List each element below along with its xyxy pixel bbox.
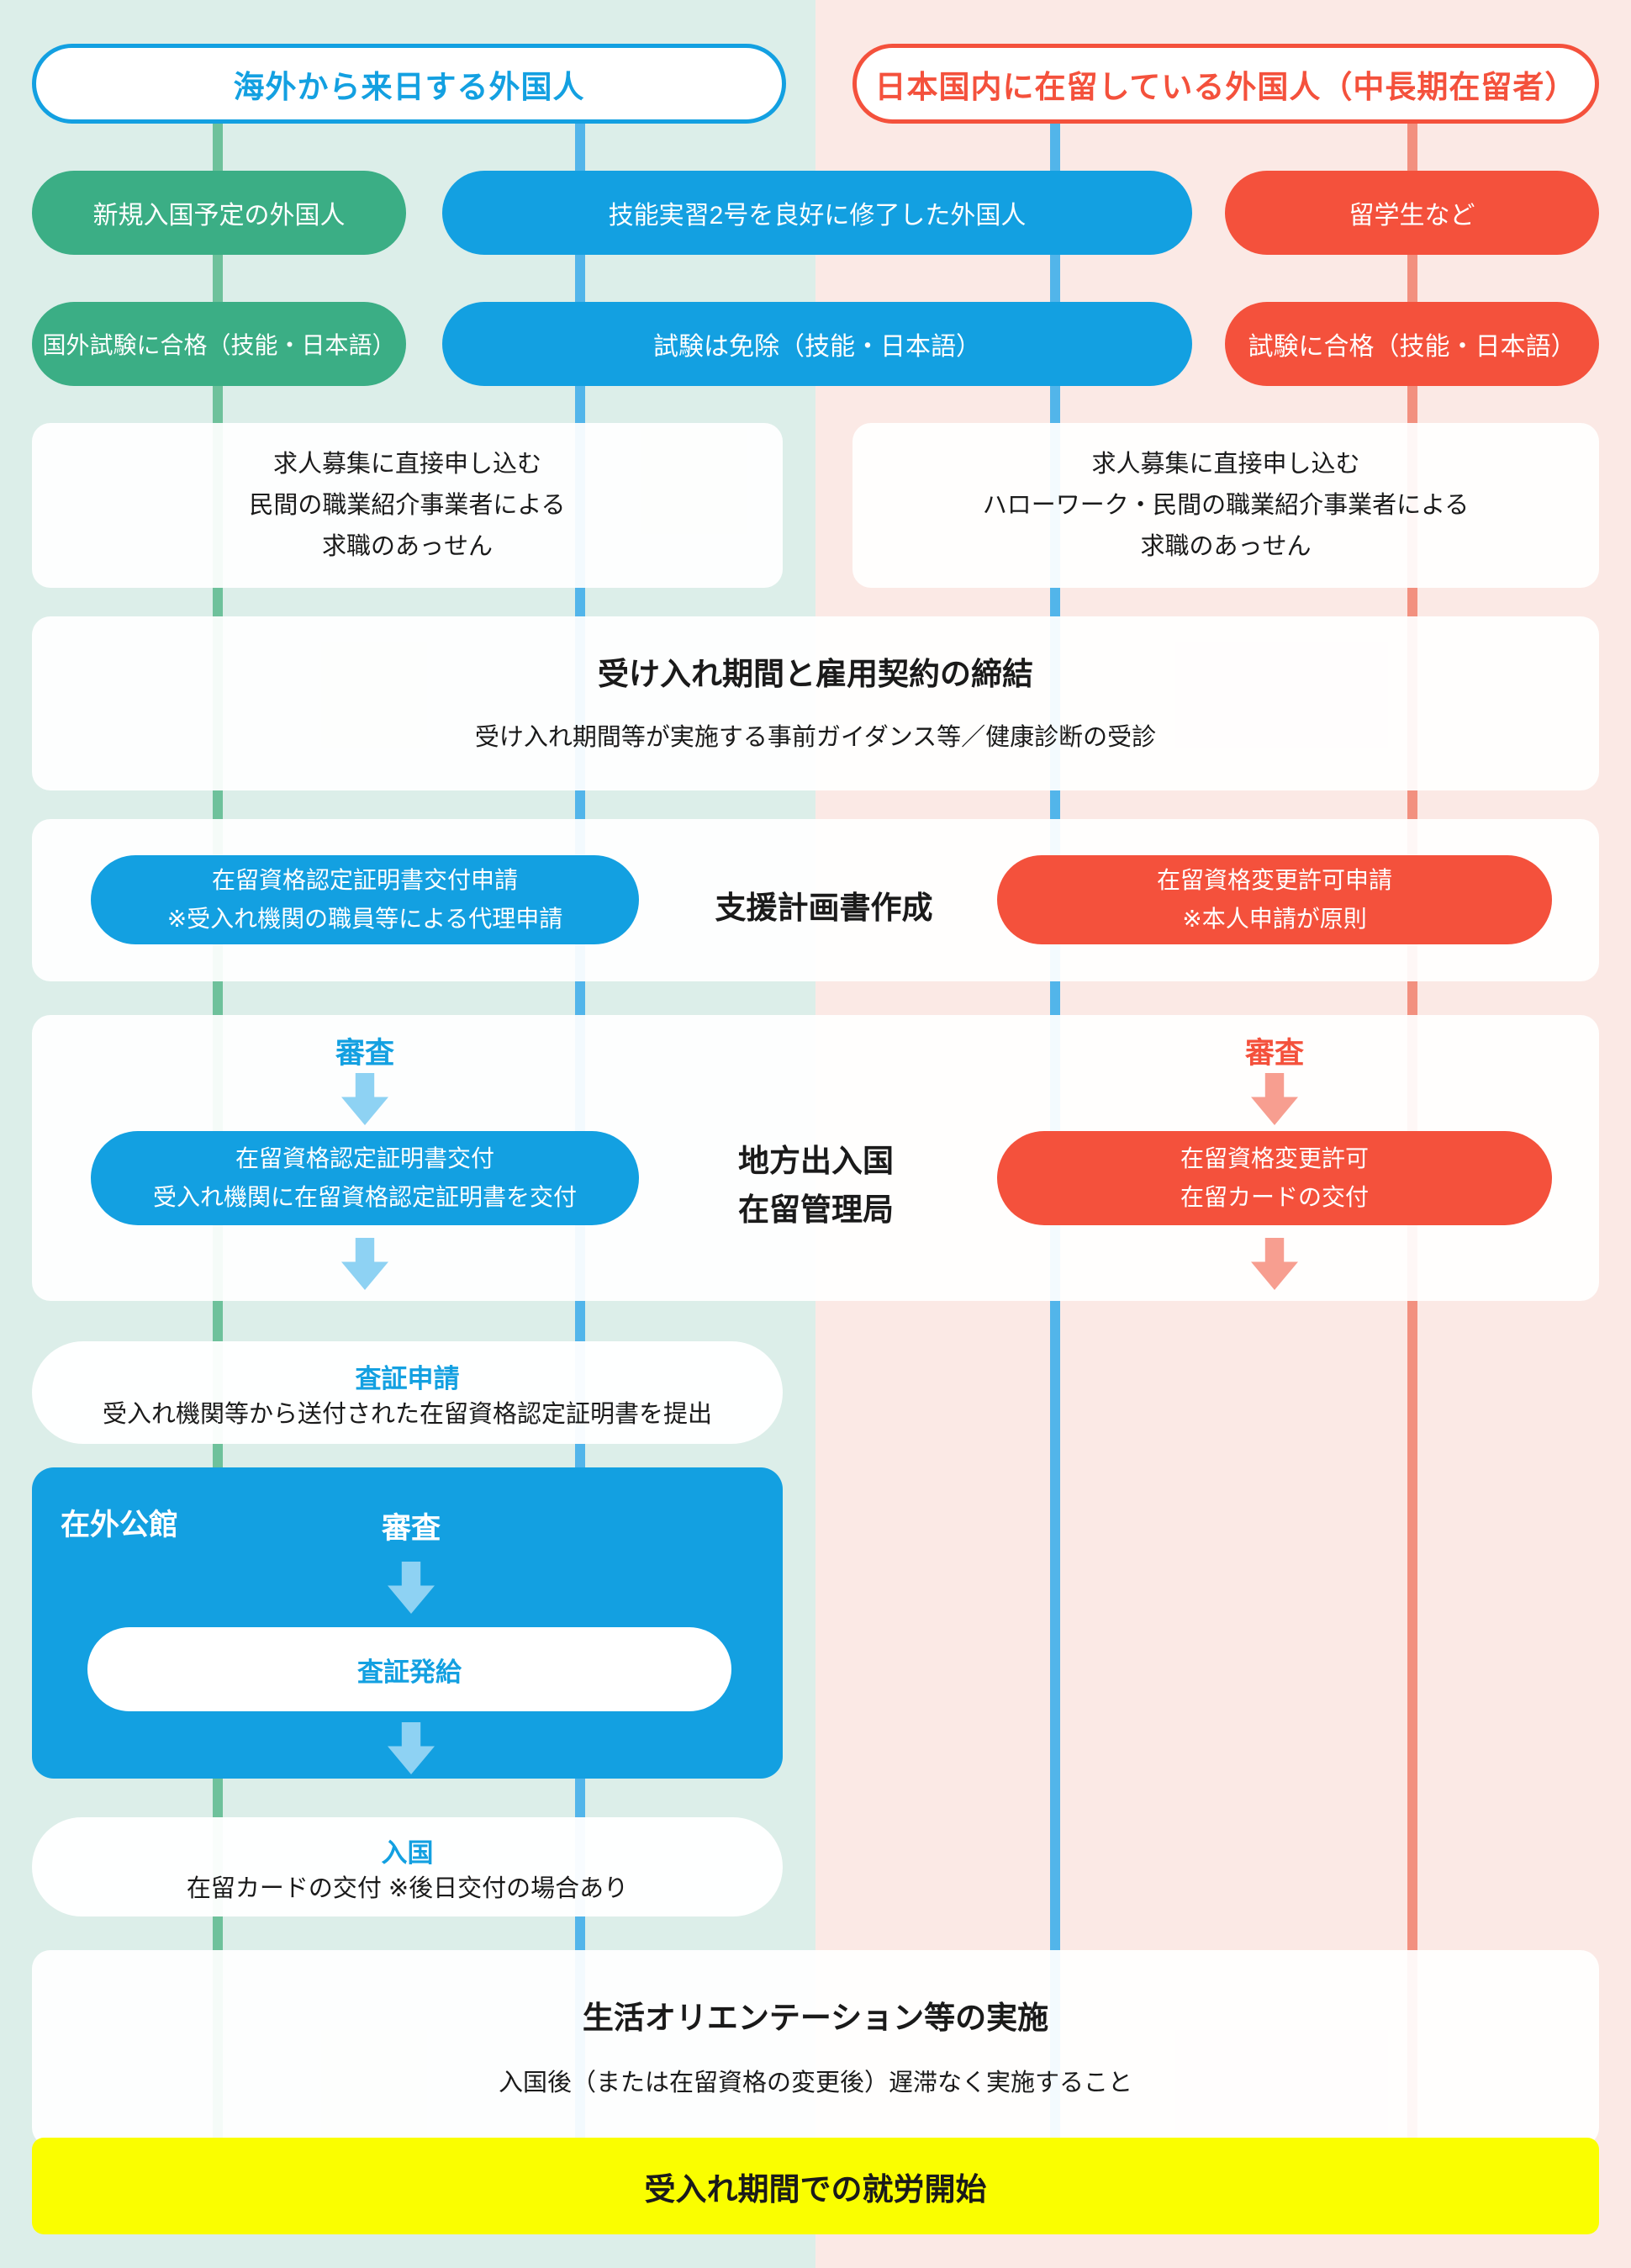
immigration-bureau-line1: 地方出入国 bbox=[738, 1144, 894, 1178]
embassy-review-label: 審査 bbox=[381, 1512, 441, 1545]
header-domestic-foreigners: 日本国内に在留している外国人（中長期在留者） bbox=[852, 44, 1599, 124]
pill-technical-intern: 技能実習2号を良好に修了した外国人 bbox=[442, 171, 1192, 255]
status-change-permit-line2: 在留カードの交付 bbox=[1180, 1184, 1369, 1210]
immigration-bureau-line2: 在留管理局 bbox=[738, 1192, 894, 1227]
pill-domestic-exam-pass-label: 試験に合格（技能・日本語） bbox=[1248, 333, 1576, 361]
employment-contract-title: 受け入れ期間と雇用契約の締結 bbox=[598, 657, 1033, 691]
header-overseas-foreigners: 海外から来日する外国人 bbox=[32, 44, 786, 124]
visa-issuance-label: 査証発給 bbox=[357, 1657, 462, 1687]
visa-application-title: 査証申請 bbox=[355, 1363, 460, 1393]
status-change-application-line1: 在留資格変更許可申請 bbox=[1156, 867, 1392, 893]
pill-visa-issuance: 査証発給 bbox=[87, 1627, 731, 1711]
pill-status-change-permit: 在留資格変更許可 在留カードの交付 bbox=[997, 1131, 1552, 1225]
start-work-label: 受入れ期間での就労開始 bbox=[644, 2171, 987, 2207]
bar-start-work: 受入れ期間での就労開始 bbox=[32, 2138, 1599, 2234]
job-application-overseas-line1: 求人募集に直接申し込む bbox=[272, 450, 541, 478]
pill-students-label: 留学生など bbox=[1349, 202, 1475, 230]
orientation-subtitle: 入国後（または在留資格の変更後）遅滞なく実施すること bbox=[498, 2070, 1132, 2096]
box-employment-contract: 受け入れ期間と雇用契約の締結 受け入れ期間等が実施する事前ガイダンス等／健康診断… bbox=[32, 616, 1599, 790]
box-entry: 入国 在留カードの交付 ※後日交付の場合あり bbox=[32, 1817, 783, 1916]
box-embassy: 在外公館 審査 査証発給 bbox=[32, 1467, 783, 1779]
job-application-domestic-line2: ハローワーク・民間の職業紹介事業者による bbox=[982, 491, 1470, 519]
box-orientation: 生活オリエンテーション等の実施 入国後（または在留資格の変更後）遅滞なく実施する… bbox=[32, 1950, 1599, 2146]
header-overseas-label: 海外から来日する外国人 bbox=[233, 69, 585, 104]
job-application-overseas-line3: 求職のあっせん bbox=[321, 532, 493, 560]
coe-application-line2: ※受入れ機関の職員等による代理申請 bbox=[166, 906, 563, 932]
pill-overseas-exam-pass: 国外試験に合格（技能・日本語） bbox=[32, 302, 406, 386]
pill-technical-intern-label: 技能実習2号を良好に修了した外国人 bbox=[608, 202, 1027, 230]
pill-coe-application: 在留資格認定証明書交付申請 ※受入れ機関の職員等による代理申請 bbox=[91, 855, 639, 944]
label-review-left: 審査 bbox=[335, 1037, 394, 1070]
label-review-right: 審査 bbox=[1244, 1037, 1304, 1070]
entry-title: 入国 bbox=[381, 1837, 434, 1868]
status-change-permit-line1: 在留資格変更許可 bbox=[1180, 1145, 1369, 1171]
job-application-overseas-line2: 民間の職業紹介事業者による bbox=[249, 491, 566, 519]
label-support-plan: 支援計画書作成 bbox=[715, 891, 933, 925]
pill-status-change-application: 在留資格変更許可申請 ※本人申請が原則 bbox=[997, 855, 1552, 944]
pill-exam-exempt: 試験は免除（技能・日本語） bbox=[442, 302, 1192, 386]
visa-application-body: 受入れ機関等から送付された在留資格認定証明書を提出 bbox=[102, 1400, 712, 1428]
box-visa-application: 査証申請 受入れ機関等から送付された在留資格認定証明書を提出 bbox=[32, 1341, 783, 1444]
coe-issuance-line2: 受入れ機関に在留資格認定証明書を交付 bbox=[152, 1184, 577, 1210]
pill-overseas-exam-pass-label: 国外試験に合格（技能・日本語） bbox=[42, 332, 396, 358]
down-arrow-icon-visa-review bbox=[388, 1562, 435, 1614]
pill-exam-exempt-label: 試験は免除（技能・日本語） bbox=[653, 333, 981, 361]
pill-new-entrant-label: 新規入国予定の外国人 bbox=[92, 202, 346, 230]
job-application-domestic-line3: 求職のあっせん bbox=[1140, 532, 1312, 560]
entry-body: 在留カードの交付 ※後日交付の場合あり bbox=[186, 1874, 629, 1902]
status-change-application-line2: ※本人申請が原則 bbox=[1182, 906, 1367, 932]
label-immigration-bureau: 地方出入国 在留管理局 bbox=[738, 1137, 894, 1234]
pill-domestic-exam-pass: 試験に合格（技能・日本語） bbox=[1225, 302, 1599, 386]
employment-contract-subtitle: 受け入れ期間等が実施する事前ガイダンス等／健康診断の受診 bbox=[474, 724, 1157, 751]
pill-coe-issuance: 在留資格認定証明書交付 受入れ機関に在留資格認定証明書を交付 bbox=[91, 1131, 639, 1225]
embassy-label: 在外公館 bbox=[61, 1509, 179, 1541]
header-domestic-label: 日本国内に在留している外国人（中長期在留者） bbox=[874, 69, 1577, 104]
coe-application-line1: 在留資格認定証明書交付申請 bbox=[211, 867, 518, 893]
down-arrow-icon-visa-issued bbox=[388, 1722, 435, 1774]
box-job-application-domestic: 求人募集に直接申し込む ハローワーク・民間の職業紹介事業者による 求職のあっせん bbox=[852, 423, 1599, 588]
job-application-domestic-line1: 求人募集に直接申し込む bbox=[1091, 450, 1360, 478]
box-job-application-overseas: 求人募集に直接申し込む 民間の職業紹介事業者による 求職のあっせん bbox=[32, 423, 783, 588]
orientation-title: 生活オリエンテーション等の実施 bbox=[582, 2001, 1049, 2035]
pill-students: 留学生など bbox=[1225, 171, 1599, 255]
coe-issuance-line1: 在留資格認定証明書交付 bbox=[235, 1145, 494, 1171]
pill-new-entrant: 新規入国予定の外国人 bbox=[32, 171, 406, 255]
